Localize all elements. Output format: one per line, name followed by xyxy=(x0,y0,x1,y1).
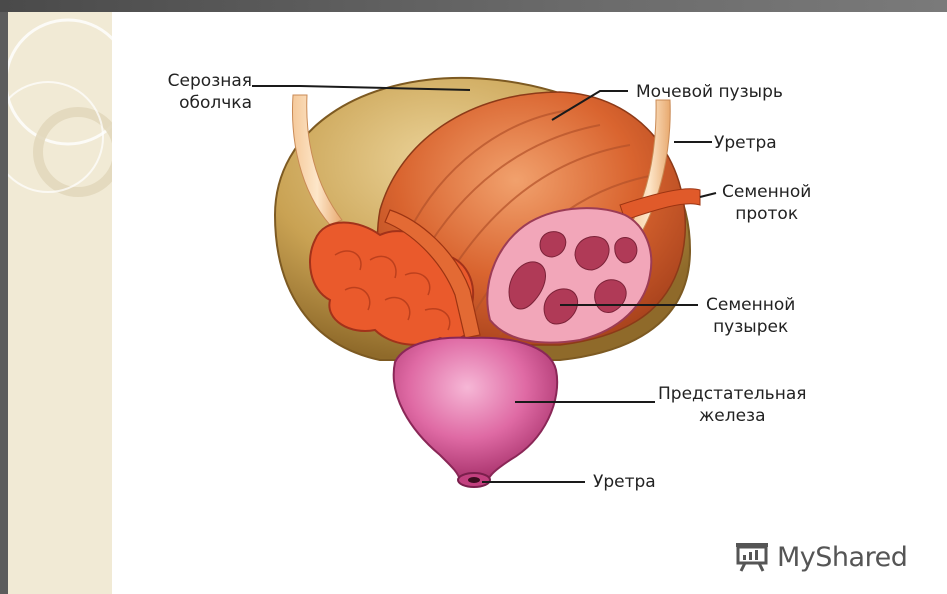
label-serous-membrane: Серозная оболчка xyxy=(140,70,252,114)
presentation-board-icon xyxy=(733,541,771,573)
logo-text: MyShared xyxy=(777,542,907,573)
label-prostate: Предстательная железа xyxy=(658,383,806,427)
prostate-gland xyxy=(394,338,557,480)
label-seminal-duct: Семенной проток xyxy=(722,181,811,225)
label-bladder: Мочевой пузырь xyxy=(636,81,783,103)
label-urethra-top: Уретра xyxy=(714,132,777,154)
myshared-logo: MyShared xyxy=(733,540,907,574)
label-urethra-bottom: Уретра xyxy=(593,471,656,493)
label-seminal-vesicle: Семенной пузырек xyxy=(706,294,795,338)
